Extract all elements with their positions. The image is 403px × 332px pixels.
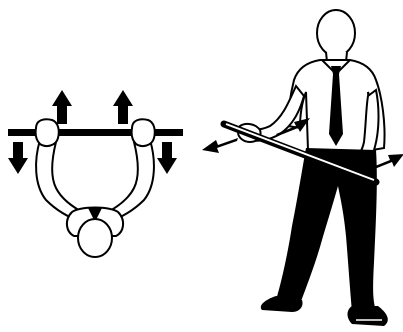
up-arrow-icon — [113, 90, 133, 124]
top-view-up-arrows — [52, 90, 133, 124]
standing-right-shoe — [348, 306, 388, 326]
up-arrow-icon — [52, 90, 72, 124]
standing-figure — [202, 10, 403, 326]
down-arrow-icon — [157, 142, 177, 174]
diagonal-arrow-icon — [202, 138, 238, 153]
top-view-head — [78, 219, 112, 257]
standing-head — [317, 10, 355, 56]
top-view-right-hand — [132, 119, 155, 146]
top-view-figure — [8, 90, 183, 257]
down-arrow-icon — [8, 142, 28, 174]
top-view-left-hand — [36, 119, 59, 146]
top-view-bar — [8, 129, 183, 136]
standing-trousers — [276, 148, 377, 312]
